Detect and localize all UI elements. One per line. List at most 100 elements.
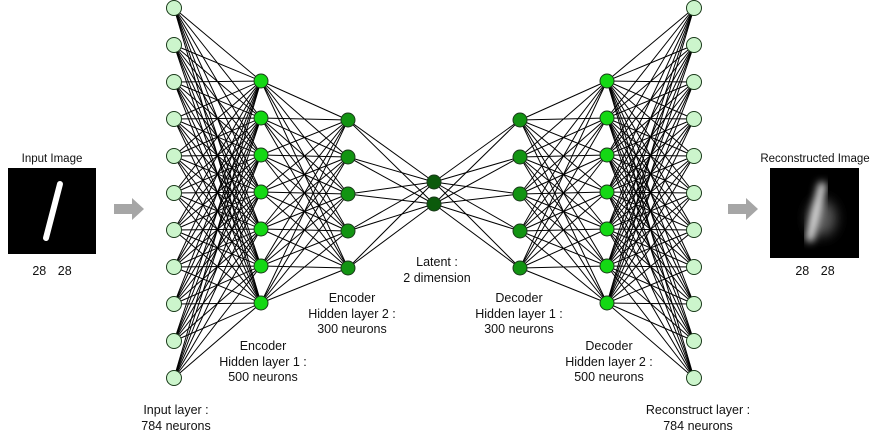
connection-line bbox=[173, 80, 262, 231]
connection-line bbox=[173, 154, 262, 379]
dec1-neuron bbox=[512, 186, 528, 202]
input-neuron bbox=[166, 0, 182, 16]
connection-line bbox=[519, 117, 608, 269]
enc2-neuron bbox=[340, 186, 356, 202]
dec2-neuron bbox=[599, 110, 615, 126]
connection-line bbox=[606, 192, 695, 304]
enc2-neuron bbox=[340, 112, 356, 128]
connection-line bbox=[519, 267, 608, 304]
connection-line bbox=[606, 7, 695, 156]
connection-line bbox=[433, 156, 521, 183]
latent-neuron bbox=[426, 174, 442, 190]
output-neuron bbox=[686, 148, 702, 164]
dec1-neuron bbox=[512, 112, 528, 128]
connection-line bbox=[606, 229, 695, 304]
connection-line bbox=[519, 191, 608, 269]
connection-line bbox=[519, 80, 608, 121]
connection-line bbox=[260, 119, 349, 230]
input-neuron bbox=[166, 148, 182, 164]
connection-line bbox=[347, 156, 435, 205]
enc1-neuron bbox=[253, 110, 269, 126]
connection-line bbox=[260, 119, 349, 193]
connection-line bbox=[606, 7, 695, 267]
connection-line bbox=[260, 119, 349, 267]
arrow-right-icon bbox=[114, 198, 144, 220]
connection-line bbox=[347, 119, 435, 183]
connection-line bbox=[260, 119, 349, 156]
connection-line bbox=[173, 80, 262, 268]
connection-line bbox=[173, 265, 262, 379]
dec2-neuron bbox=[599, 73, 615, 89]
connection-line bbox=[173, 80, 262, 305]
dec2-neuron bbox=[599, 147, 615, 163]
input-neuron bbox=[166, 74, 182, 90]
input-layer-label: Input layer :784 neurons bbox=[141, 403, 211, 433]
connection-line bbox=[606, 266, 695, 304]
reconstruct-layer-label: Reconstruct layer :784 neurons bbox=[645, 403, 751, 433]
connection-line bbox=[347, 193, 435, 205]
connection-line bbox=[519, 80, 608, 195]
connection-line bbox=[260, 80, 349, 121]
dec2-neuron bbox=[599, 184, 615, 200]
connection-line bbox=[173, 80, 262, 157]
latent-neuron bbox=[426, 196, 442, 212]
output-neuron bbox=[686, 370, 702, 386]
connection-line bbox=[606, 81, 695, 304]
input-neuron bbox=[166, 222, 182, 238]
digit-one-input bbox=[43, 181, 63, 241]
connection-line bbox=[347, 181, 435, 269]
dec2-neuron bbox=[599, 221, 615, 237]
connection-line bbox=[606, 302, 695, 305]
connection-line bbox=[606, 7, 695, 82]
connection-line bbox=[433, 181, 521, 195]
connection-line bbox=[606, 44, 695, 304]
input-image-title: Input Image bbox=[21, 153, 83, 165]
connection-line bbox=[433, 193, 521, 205]
connection-line bbox=[606, 7, 695, 119]
connection-line bbox=[173, 80, 262, 120]
output-neuron bbox=[686, 0, 702, 16]
input-neuron bbox=[166, 37, 182, 53]
arrow-right-icon bbox=[728, 198, 758, 220]
connection-line bbox=[347, 203, 435, 232]
neurons bbox=[166, 0, 702, 386]
connection-line bbox=[347, 203, 435, 269]
connection-line bbox=[347, 181, 435, 195]
connection-line bbox=[606, 302, 695, 342]
connection-line bbox=[347, 181, 435, 232]
output-neuron bbox=[686, 296, 702, 312]
connection-line bbox=[519, 80, 608, 269]
connection-line bbox=[519, 265, 608, 269]
enc1-neuron bbox=[253, 147, 269, 163]
connection-line bbox=[519, 154, 608, 269]
input-image bbox=[8, 168, 96, 254]
enc1-neuron bbox=[253, 295, 269, 311]
connection-line bbox=[260, 267, 349, 304]
connection-line bbox=[433, 119, 521, 205]
enc1-neuron bbox=[253, 258, 269, 274]
connection-line bbox=[347, 119, 435, 205]
connection-line bbox=[433, 203, 521, 232]
connections bbox=[173, 7, 695, 379]
output-neuron bbox=[686, 111, 702, 127]
connection-line bbox=[173, 80, 262, 379]
enc2-neuron bbox=[340, 260, 356, 276]
connection-line bbox=[173, 80, 262, 194]
connection-line bbox=[260, 119, 349, 304]
dec1-neuron bbox=[512, 223, 528, 239]
enc2-neuron bbox=[340, 223, 356, 239]
connection-line bbox=[606, 155, 695, 304]
connection-line bbox=[173, 302, 262, 379]
input-neuron bbox=[166, 370, 182, 386]
connection-line bbox=[519, 80, 608, 232]
output-image-title: Reconstructed Image bbox=[760, 153, 870, 165]
output-neuron bbox=[686, 333, 702, 349]
output-image-dims: 28 28 bbox=[795, 264, 835, 278]
connection-line bbox=[433, 156, 521, 205]
connection-line bbox=[433, 119, 521, 183]
connection-line bbox=[173, 44, 262, 82]
